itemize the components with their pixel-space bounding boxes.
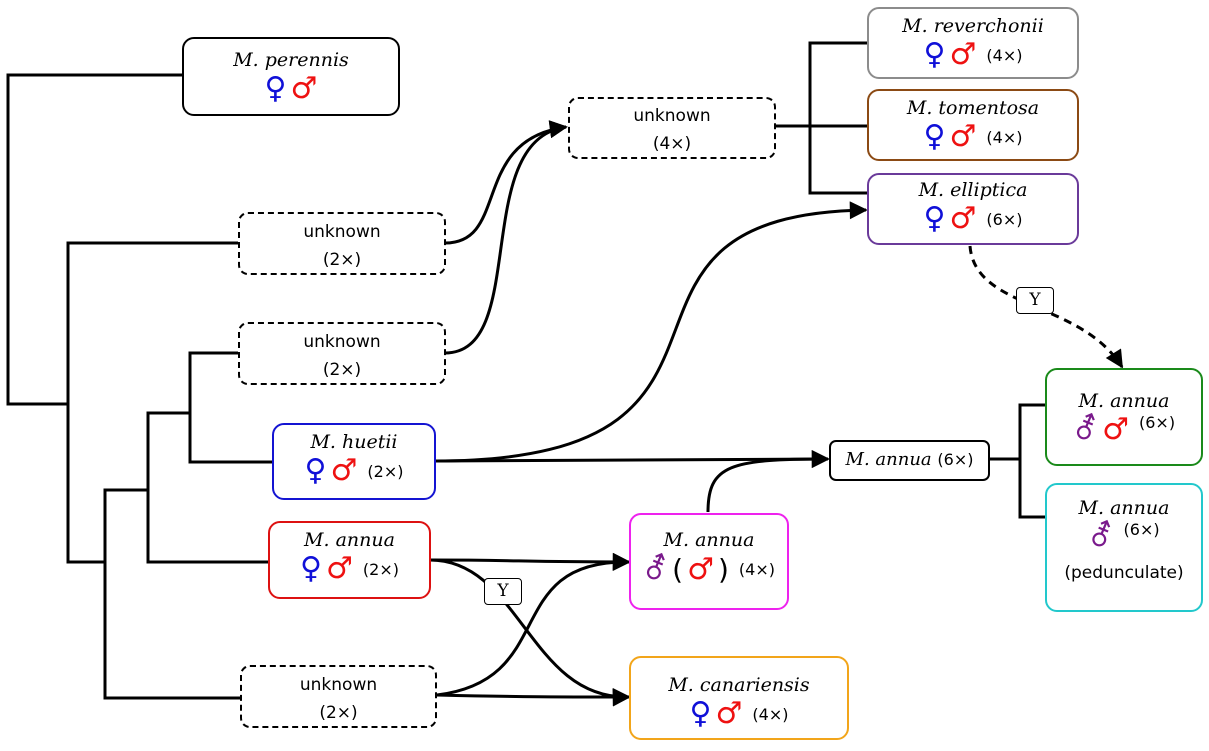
ploidy-label: (4×) [986,127,1023,147]
node-name: M. annua [304,529,395,551]
female-symbol-icon: ♀ [923,37,946,72]
ploidy-label: (6×) [986,209,1023,229]
ploidy-label: (2×) [362,559,399,579]
female-symbol-icon: ♀ [304,453,327,488]
node-name: M. annua [663,529,755,551]
node-name: M. perennis [233,49,349,71]
hermaphrodite-symbol-icon: ⚦ [1088,519,1114,554]
ploidy-label: (2×) [322,250,362,270]
node-tomentosa: M. tomentosa ♀ ♂ (4×) [867,89,1079,161]
node-perennis: M. perennis ♀ ♂ [182,37,400,116]
node-name: M. annua [1078,497,1170,519]
node-canariensis: M. canariensis ♀ ♂ (4×) [629,656,849,740]
node-name: M. elliptica [918,179,1028,201]
node-annua-2x: M. annua ♀ ♂ (2×) [268,521,431,599]
arrow-unknownC-to-annua4 [436,552,631,697]
male-symbol-icon: ♂ [326,551,353,586]
male-symbol-icon: ♂ [290,71,318,106]
male-symbol-icon: ♂ [949,119,977,154]
node-annua-6x-pedunculate: M. annua ⚦ (6×) (pedunculate) [1045,483,1203,612]
ploidy-label: (2×) [367,461,404,481]
node-name: M. huetii [310,431,398,453]
node-unknown-2x-a: unknown (2×) [238,212,446,275]
note-label: (pedunculate) [1064,563,1184,583]
male-symbol-icon: ♂ [715,696,743,731]
node-reverchonii: M. reverchonii ♀ ♂ (4×) [867,7,1079,79]
node-annua-4x: M. annua ⚦ ( ♂ ) (4×) [629,513,789,610]
ploidy-label: (2×) [319,703,358,723]
arrow-unknownA-to-unknown4 [444,120,568,245]
node-name: M. canariensis [668,674,810,696]
node-elliptica: M. elliptica ♀ ♂ (6×) [867,173,1079,245]
male-symbol-icon: ♂ [330,453,358,488]
node-label: unknown [299,675,378,695]
arrow-unknownB-to-unknown4 [444,120,568,355]
male-symbol-icon: ♂ [949,37,977,72]
node-annua-6x: M. annua (6×) [829,440,990,481]
arrow-huetii-to-annua6 [434,450,830,469]
node-huetii: M. huetii ♀ ♂ (2×) [272,423,436,500]
node-unknown-2x-b: unknown (2×) [238,322,446,385]
ploidy-label: (6×) [1138,412,1176,432]
paren-close: ) [717,553,729,586]
female-symbol-icon: ♀ [264,71,287,106]
node-unknown-2x-c: unknown (2×) [240,665,437,728]
female-symbol-icon: ♀ [300,551,322,586]
ploidy-label: (4×) [738,560,775,579]
ploidy-label: (4×) [652,134,692,154]
male-symbol-icon: ♂ [1102,412,1129,447]
ploidy-label: (2×) [322,360,362,380]
node-name: M. annua (6×) [845,449,974,470]
arrow-unknownC-to-canariensis [436,687,631,706]
ploidy-label: (4×) [986,45,1023,65]
arrow-huetii-to-elliptica [434,201,868,463]
female-symbol-icon: ♀ [923,119,946,154]
hermaphrodite-symbol-icon: ⚦ [1072,412,1099,447]
node-annua-6x-green: M. annua ⚦ ♂ (6×) [1045,368,1203,466]
node-label: unknown [633,106,711,126]
node-name: M. tomentosa [906,97,1040,119]
female-symbol-icon: ♀ [923,201,946,236]
arrow-annua2-to-annua4 [429,552,631,571]
ploidy-label: (4×) [752,704,789,724]
female-symbol-icon: ♀ [689,696,712,731]
node-label: unknown [303,332,381,352]
y-label-chromosome: Y [1016,287,1054,314]
y-label-chromosome: Y [484,578,522,605]
node-name: M. reverchonii [902,15,1044,37]
arrow-annua2-to-canariensis [429,558,631,707]
male-symbol-icon: ♂ [687,551,714,587]
paren-open: ( [672,553,684,586]
node-name: M. annua [1078,390,1170,412]
male-symbol-icon: ♂ [949,201,977,236]
node-unknown-4x: unknown (4×) [568,97,776,159]
node-label: unknown [303,222,381,242]
hermaphrodite-symbol-icon: ⚦ [643,551,669,587]
arrow-annua4-to-annua6 [706,450,830,513]
ploidy-label: (6×) [1123,519,1160,539]
